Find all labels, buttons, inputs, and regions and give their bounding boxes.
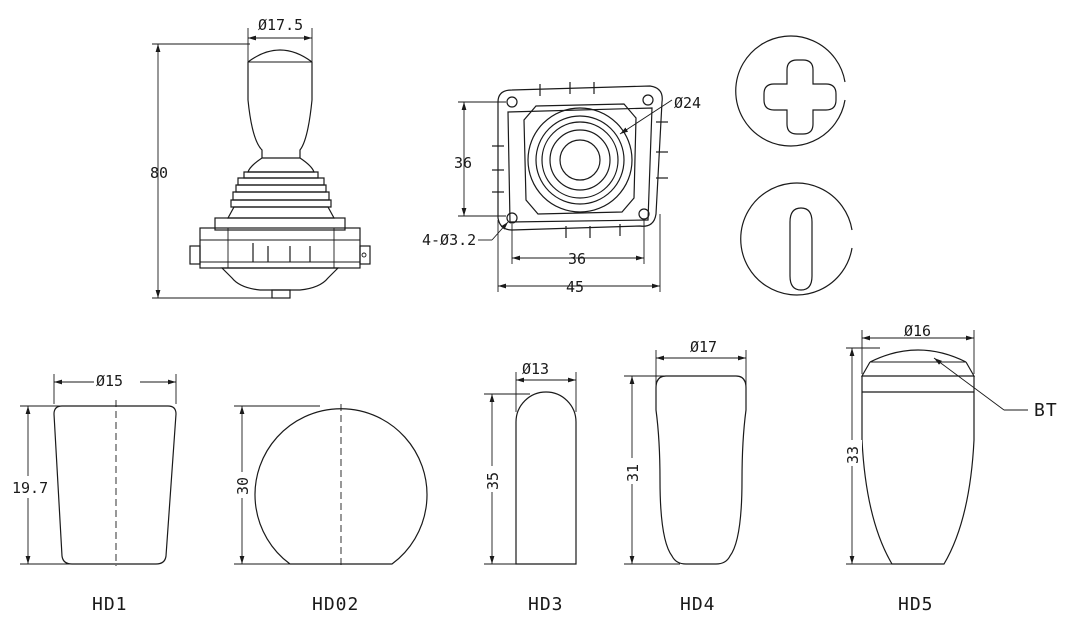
mount-hole-spacing-horizontal: 36 (568, 250, 586, 268)
hd3-height: 35 (484, 472, 502, 490)
hd3-width: Ø13 (522, 360, 549, 378)
joystick-height: 80 (150, 164, 168, 182)
handle-hd1: Ø15 19.7 HD1 (12, 370, 177, 615)
mount-holes-spec: 4-Ø3.2 (422, 231, 476, 249)
handle-hd4: Ø17 31 HD4 (622, 338, 747, 615)
hd5-width: Ø16 (904, 322, 931, 340)
knob-top-view-slot (740, 182, 853, 296)
hd5-label: HD5 (898, 594, 934, 615)
hd1-width: Ø15 (96, 372, 123, 390)
hd1-height: 19.7 (12, 479, 48, 497)
hd4-label: HD4 (680, 594, 716, 615)
joystick-side-view: Ø17.5 80 (150, 16, 371, 299)
hd4-height: 31 (624, 464, 642, 482)
mount-overall-width: 45 (566, 278, 584, 296)
mount-hole-spacing-vertical: 36 (454, 154, 472, 172)
mount-top-view: Ø24 36 4-Ø3.2 36 45 (422, 82, 701, 296)
knob-top-view-cross (735, 35, 846, 147)
hd5-height: 33 (844, 446, 862, 464)
hd02-height: 30 (234, 477, 252, 495)
hd3-label: HD3 (528, 594, 564, 615)
handle-hd5: Ø16 33 BT HD5 (842, 322, 1058, 615)
hd1-label: HD1 (92, 594, 128, 615)
hd5-bt-callout: BT (1034, 400, 1058, 421)
handle-hd3: Ø13 35 HD3 (482, 360, 577, 615)
hd02-label: HD02 (312, 594, 359, 615)
joystick-knob-diameter: Ø17.5 (258, 16, 303, 34)
hd4-width: Ø17 (690, 338, 717, 356)
handle-hd02: 30 HD02 (232, 404, 428, 615)
mount-bore-diameter: Ø24 (674, 94, 701, 112)
